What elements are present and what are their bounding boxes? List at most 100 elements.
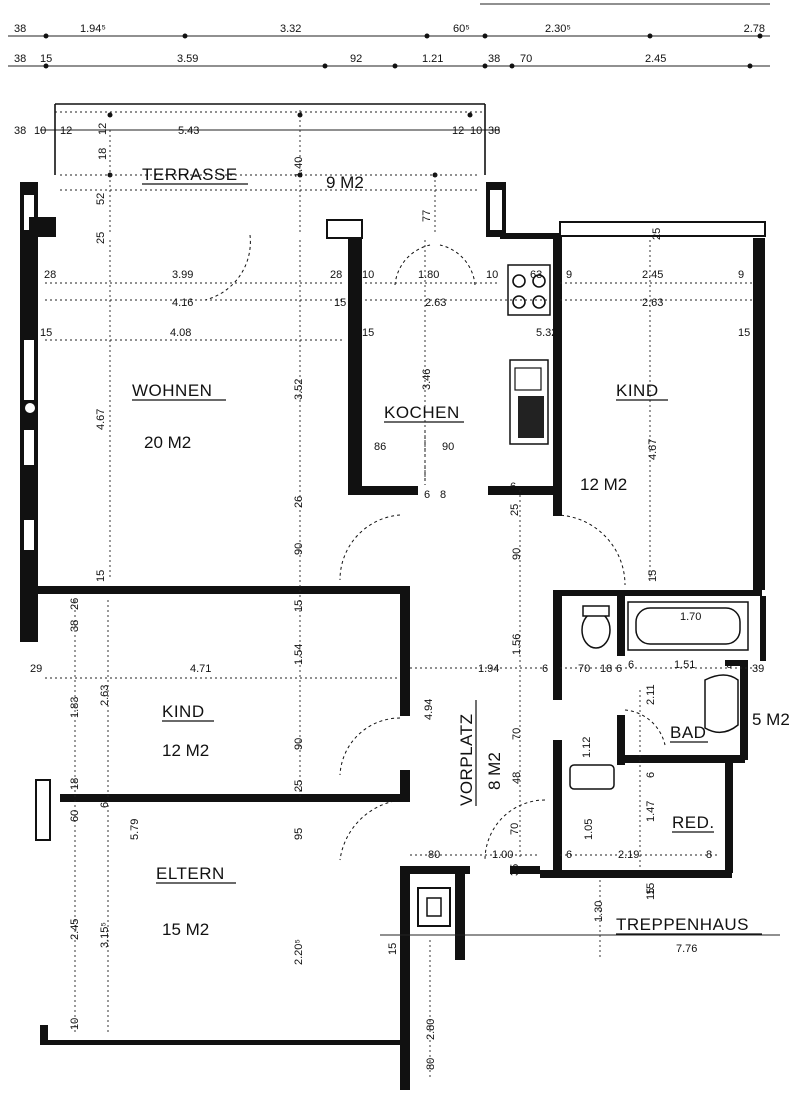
room-area-kind-right: 12 M2	[580, 475, 627, 494]
room-area-kind-left: 12 M2	[162, 741, 209, 760]
dim-terr-10b: 10	[470, 125, 482, 137]
dim-2-78: 2.78	[744, 23, 765, 35]
dim-k-15: 15	[334, 297, 346, 309]
dim-terr-12b: 12	[452, 125, 464, 137]
dim-e-15: 15	[387, 943, 399, 955]
dim-kr-90: 90	[511, 548, 523, 560]
room-area-eltern: 15 M2	[162, 920, 209, 939]
room-area-bad: 5 M2	[752, 710, 790, 729]
dim-kr-9: 9	[566, 269, 572, 281]
dim-38b: 38	[14, 53, 26, 65]
dim-terr-v-12: 12	[97, 123, 109, 135]
dim-w-15b: 15	[95, 570, 107, 582]
dim-b-6c: 6	[645, 772, 657, 778]
interior-dimensions	[45, 240, 780, 1080]
dim-k-8: 8	[440, 489, 446, 501]
dim-38: 38	[14, 23, 26, 35]
dim-kl-15: 15	[293, 600, 305, 612]
stair-dimensions: 1.30 15	[593, 888, 657, 922]
dim-r-2-19: 2.19	[618, 849, 639, 861]
dim-kr-2-45: 2.45	[642, 269, 663, 281]
dim-e-3-15: 3.15⁵	[99, 922, 111, 948]
dim-w-28: 28	[44, 269, 56, 281]
dim-w-3-99: 3.99	[172, 269, 193, 281]
dim-b-2-11: 2.11	[645, 684, 657, 705]
dim-kr-15b: 15	[647, 570, 659, 582]
room-labels: WOHNEN 20 M2 KOCHEN KIND 12 M2 KIND 12 M…	[132, 381, 790, 955]
dim-k-6: 6	[424, 489, 430, 501]
dim-k-63: 63	[530, 269, 542, 281]
dim-v-1-94: 1.94	[478, 663, 499, 675]
dim-e-2-20: 2.20⁵	[293, 939, 305, 965]
dim-kl-18: 18	[69, 778, 81, 790]
red-dimensions: 1.47 1.05 6 2.19 8 15	[566, 801, 712, 895]
dim-k-15b: 15	[362, 327, 374, 339]
room-area-terrasse: 9 M2	[326, 173, 364, 192]
dim-terr-v-77: 77	[421, 210, 433, 222]
dim-w-15: 15	[40, 327, 52, 339]
dim-e-10: 10	[69, 1018, 81, 1030]
dim-terr-38: 38	[14, 125, 26, 137]
dim-e-5-79: 5.79	[129, 819, 141, 840]
bad-dimensions: 1.70 6 1.51 6 39 2.11 6	[628, 611, 764, 778]
dim-kl-29: 29	[30, 663, 42, 675]
dim-terr-5-43: 5.43	[178, 125, 199, 137]
dim-kl-4-71: 4.71	[190, 663, 211, 675]
door-swings	[204, 234, 666, 861]
dim-b-1-51: 1.51	[674, 659, 695, 671]
dim-3-59: 3.59	[177, 53, 198, 65]
dim-v-80: 80	[428, 849, 440, 861]
toilet-icon	[581, 611, 611, 649]
kind-right-dimensions: 9 2.45 9 2.63 5.32 15 25 4.67 90 15	[511, 228, 750, 582]
dim-e-2-45: 2.45	[69, 919, 81, 940]
room-area-wohnen: 20 M2	[144, 433, 191, 452]
dim-r-1-47: 1.47	[645, 801, 657, 822]
dim-k-86: 86	[374, 441, 386, 453]
stove-icon	[507, 264, 551, 316]
dim-15: 15	[40, 53, 52, 65]
dim-k-3-46: 3.46	[421, 369, 433, 390]
dim-kl-26: 26	[69, 598, 81, 610]
room-label-terrasse: TERRASSE	[142, 165, 238, 184]
dim-r-8: 8	[706, 849, 712, 861]
dim-r-1-05: 1.05	[583, 819, 595, 840]
dim-k-10b: 10	[486, 269, 498, 281]
dim-v-70c: 70	[509, 823, 521, 835]
dim-w-26: 26	[293, 496, 305, 508]
dim-kr-4-67: 4.67	[647, 439, 659, 460]
dim-kr-15: 15	[738, 327, 750, 339]
dim-70: 70	[520, 53, 532, 65]
dim-kl-25: 25	[293, 780, 305, 792]
vorplatz-dimensions: 4.94 1.94 1.56 6 70 18 6 1.12 70 48 1.00…	[423, 634, 622, 876]
dim-terr-10: 10	[34, 125, 46, 137]
dim-k-90: 90	[442, 441, 454, 453]
dim-k-28: 28	[330, 269, 342, 281]
dim-v-4-94: 4.94	[423, 699, 435, 720]
dim-b-1-70: 1.70	[680, 611, 701, 623]
dim-terr-38b: 38	[488, 125, 500, 137]
small-sink-icon	[569, 764, 615, 790]
top-dimension-lines: 38 1.94⁵ 3.32 60⁵ 2.30⁵ 2.78 38 15 3.59 …	[8, 3, 770, 178]
room-label-treppenhaus: TREPPENHAUS	[616, 915, 749, 934]
room-label-red: RED.	[672, 813, 715, 832]
room-area-vorplatz: 8 M2	[485, 752, 504, 790]
dim-kl-1-54: 1.54	[293, 644, 305, 665]
dim-kl-6: 6	[99, 802, 111, 808]
fixtures	[507, 264, 749, 790]
dim-kl-90: 90	[293, 738, 305, 750]
wohnen-dimensions: 28 3.99 4.16 4.08 25 15 4.67 3.52 26 90 …	[40, 232, 305, 582]
dim-3-32: 3.32	[280, 23, 301, 35]
dim-kr-9b: 9	[738, 269, 744, 281]
room-label-eltern: ELTERN	[156, 864, 225, 883]
dim-kr-25: 25	[651, 228, 663, 240]
dim-2-45: 2.45	[645, 53, 666, 65]
dim-v-70: 70	[578, 663, 590, 675]
dim-92: 92	[350, 53, 362, 65]
eltern-dimensions: 5.79 2.45 3.15⁵ 95 2.20⁵ 10 15 2.80 80	[69, 819, 437, 1070]
dim-v-1-12: 1.12	[581, 737, 593, 758]
dim-v-48: 48	[511, 772, 523, 784]
dim-kl-1-83: 1.83	[69, 697, 81, 718]
dim-kl-60: 60	[69, 810, 81, 822]
dim-kl-38: 38	[69, 620, 81, 632]
